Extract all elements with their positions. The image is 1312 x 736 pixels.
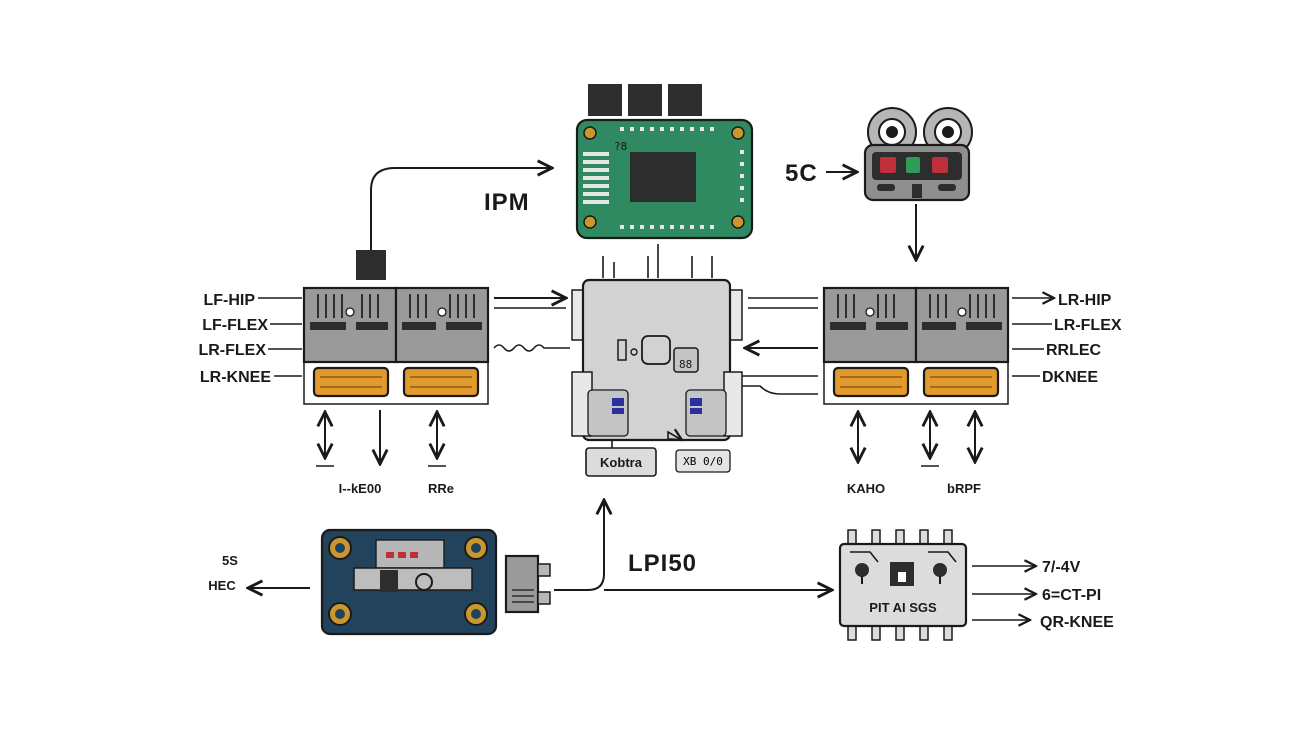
lpi50-label: LPI50 <box>628 550 697 577</box>
kobtra-box <box>585 447 657 477</box>
right-output-label-1: LR-HIP <box>1058 292 1112 309</box>
ipm-chip-icon <box>630 152 696 202</box>
blue-led-icon <box>612 398 624 406</box>
up-arrow-icon <box>554 500 604 591</box>
right-output-label-2: LR-FLEX <box>1054 317 1122 334</box>
right-bottom-label-2: bRPF <box>947 481 981 496</box>
five-c-label: 5C <box>785 160 818 187</box>
five-s-label: 5S <box>222 553 238 568</box>
kobtra-label: Kobtra <box>600 455 643 470</box>
pit-label: PIT AI SGS <box>869 600 937 615</box>
right-bottom-label-1: KAHO <box>847 481 885 496</box>
hec-label: HEC <box>208 578 236 593</box>
ipm-board: ?8 <box>575 84 754 278</box>
left-module-group <box>302 286 490 405</box>
right-output-label-3: RRLEC <box>1046 342 1102 359</box>
red-led-icon <box>932 157 948 173</box>
top-connector-2 <box>628 84 662 116</box>
top-connector-1 <box>588 84 622 116</box>
left-input-label-3: LR-FLEX <box>198 342 266 359</box>
blue-led-icon <box>690 398 702 406</box>
center-controller: 88 <box>571 278 743 442</box>
left-input-label-4: LR-KNEE <box>200 369 271 386</box>
xb-box <box>675 449 731 473</box>
left-input-label-1: LF-HIP <box>203 292 255 309</box>
green-led-icon <box>906 157 920 173</box>
right-output-label-4: DKNEE <box>1042 369 1098 386</box>
hec-connector-icon <box>504 554 551 614</box>
left-bottom-label-1: I--kE00 <box>339 481 382 496</box>
left-bottom-label-2: RRe <box>428 481 454 496</box>
left-input-label-2: LF-FLEX <box>202 317 268 334</box>
pit-output-label-1: 7/-4V <box>1042 559 1081 576</box>
ipm-arrow-icon <box>370 168 552 250</box>
xb-label: XB 0/0 <box>683 455 723 468</box>
red-led-icon <box>880 157 896 173</box>
right-module-group <box>822 286 1010 405</box>
svg-text:88: 88 <box>679 358 692 371</box>
pit-output-label-2: 6=CT-PI <box>1042 587 1101 604</box>
five-c-sensor <box>863 107 973 202</box>
pit-module <box>838 529 968 641</box>
hec-board <box>320 528 498 636</box>
ipm-label: IPM <box>484 189 530 216</box>
pit-output-label-3: QR-KNEE <box>1040 614 1114 631</box>
signal-connector-icon <box>356 250 386 280</box>
svg-text:?8: ?8 <box>614 140 627 153</box>
wave-signal-icon <box>493 344 570 352</box>
top-connector-3 <box>668 84 702 116</box>
